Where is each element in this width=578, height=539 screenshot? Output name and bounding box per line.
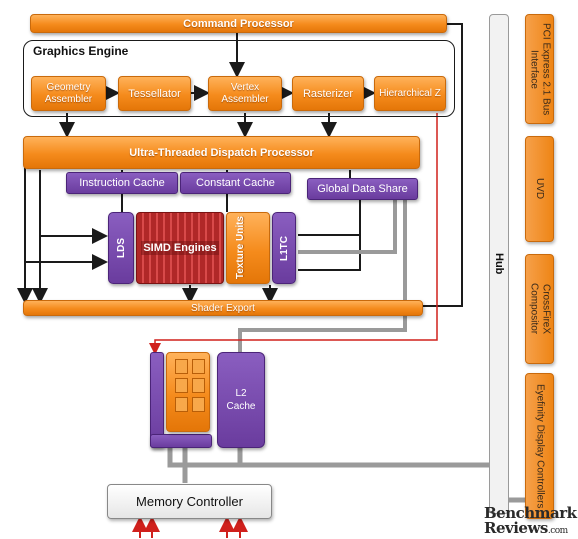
rop-cell bbox=[175, 378, 188, 393]
texture-units: Texture Units bbox=[226, 212, 270, 284]
rop-cell bbox=[192, 397, 205, 412]
crossfirex-compositor: CrossFireX Compositor bbox=[525, 254, 554, 364]
command-processor: Command Processor bbox=[30, 14, 447, 33]
geometry-assembler: Geometry Assembler bbox=[31, 76, 106, 111]
render-backend-bottom bbox=[150, 434, 212, 448]
graphics-engine-frame bbox=[23, 40, 455, 117]
constant-cache: Constant Cache bbox=[180, 172, 291, 194]
eyefinity-display-controllers: Eyefinity Display Controllers bbox=[525, 373, 554, 519]
vertex-assembler: Vertex Assembler bbox=[208, 76, 282, 111]
hierarchical-z: Hierarchical Z bbox=[374, 76, 446, 111]
pci-express-interface: PCI Express 2.1 Bus Interface bbox=[525, 14, 554, 124]
memory-controller: Memory Controller bbox=[107, 484, 272, 519]
benchmark-reviews-watermark: Benchmark Reviews.com bbox=[484, 504, 577, 537]
l2-cache: L2 Cache bbox=[217, 352, 265, 448]
hub-label: Hub bbox=[493, 253, 505, 275]
texture-units-label: Texture Units bbox=[235, 216, 246, 280]
tessellator: Tessellator bbox=[118, 76, 191, 111]
global-data-share: Global Data Share bbox=[307, 178, 418, 200]
lds-label: LDS bbox=[115, 238, 127, 258]
hub-bus: Hub bbox=[489, 14, 509, 514]
crossfirex-label: CrossFireX Compositor bbox=[528, 283, 552, 335]
pci-express-label: PCI Express 2.1 Bus Interface bbox=[528, 22, 552, 116]
simd-engines-label: SIMD Engines bbox=[141, 241, 219, 255]
watermark-line2: Reviews bbox=[484, 519, 548, 537]
graphics-engine-title: Graphics Engine bbox=[33, 44, 129, 58]
l2-cache-label: L2 Cache bbox=[226, 388, 256, 412]
uvd-block: UVD bbox=[525, 136, 554, 242]
instruction-cache: Instruction Cache bbox=[66, 172, 178, 194]
lds-block: LDS bbox=[108, 212, 134, 284]
shader-export: Shader Export bbox=[23, 300, 423, 316]
watermark-line1: Benchmark bbox=[484, 504, 577, 522]
l1tc-label: L1TC bbox=[278, 235, 290, 261]
rop-cell bbox=[192, 378, 205, 393]
simd-engines: SIMD Engines bbox=[136, 212, 224, 284]
l1tc-block: L1TC bbox=[272, 212, 296, 284]
rop-cell bbox=[175, 397, 188, 412]
render-backend-units bbox=[166, 352, 210, 432]
uvd-label: UVD bbox=[534, 178, 545, 200]
watermark-suffix: .com bbox=[547, 526, 568, 536]
rop-cell bbox=[192, 359, 205, 374]
rop-cell bbox=[175, 359, 188, 374]
dispatch-processor: Ultra-Threaded Dispatch Processor bbox=[23, 136, 420, 169]
rasterizer: Rasterizer bbox=[292, 76, 364, 111]
eyefinity-label: Eyefinity Display Controllers bbox=[534, 383, 546, 509]
